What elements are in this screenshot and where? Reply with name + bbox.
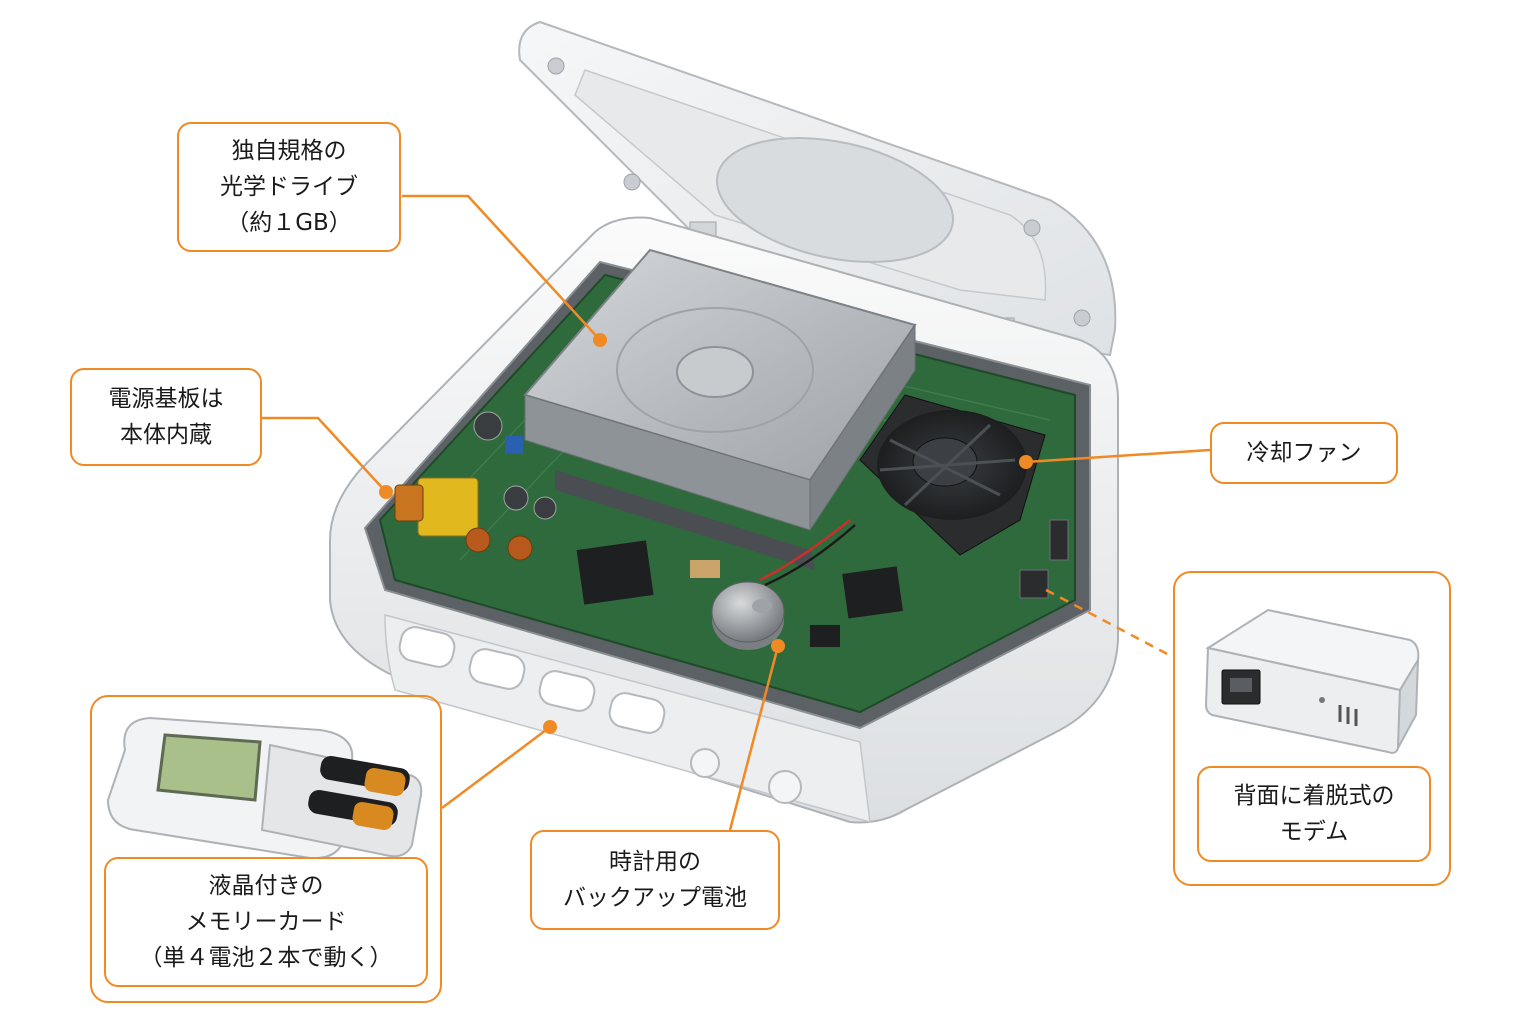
callout-cooling-fan-line-1: 冷却ファン [1246, 440, 1362, 466]
callout-backup-battery-line-1: 時計用の [609, 849, 701, 875]
coin-battery [711, 519, 856, 650]
memory-card-panel [90, 695, 442, 1003]
callout-memory-card: 液晶付きの メモリーカード （単４電池２本で動く） [104, 857, 428, 987]
leader-modem [1045, 588, 1174, 659]
callout-memory-card-line-2: メモリーカード [185, 909, 347, 935]
power-supply-components [394, 411, 557, 561]
callout-power-board-line-1: 電源基板は [108, 386, 224, 412]
callout-backup-battery: 時計用の バックアップ電池 [530, 830, 780, 930]
leader-dot-memory-card [543, 720, 557, 734]
leader-dot-backup-battery [771, 639, 785, 653]
callout-optical-drive-line-1: 独自規格の [231, 138, 347, 164]
leader-backup-battery [728, 645, 780, 831]
callout-backup-battery-line-2: バックアップ電池 [563, 885, 747, 911]
callout-power-board-line-2: 本体内蔵 [120, 422, 212, 448]
leader-optical-drive [402, 194, 601, 341]
console-illustration [329, 20, 1119, 824]
callout-optical-drive-line-2: 光学ドライブ [220, 174, 358, 200]
modem-panel [1173, 571, 1451, 886]
modem-illustration [1204, 608, 1420, 754]
optical-drive [523, 248, 917, 570]
open-lid [518, 20, 1117, 357]
callout-cooling-fan: 冷却ファン [1210, 422, 1398, 484]
callout-power-board: 電源基板は 本体内蔵 [70, 368, 262, 466]
leader-dot-optical-drive [593, 333, 607, 347]
callout-memory-card-line-3: （単４電池２本で動く） [139, 945, 393, 971]
callout-modem: 背面に着脱式の モデム [1197, 766, 1431, 862]
cooling-fan [859, 394, 1046, 556]
controller-ports [398, 626, 802, 804]
leader-dot-cooling-fan [1019, 455, 1033, 469]
callout-optical-drive-line-3: （約１GB） [226, 210, 352, 236]
leader-memory-card [441, 726, 551, 809]
callout-modem-line-1: 背面に着脱式の [1233, 783, 1395, 809]
callout-modem-line-2: モデム [1279, 819, 1349, 845]
leader-power-board [262, 416, 387, 493]
aaa-batteries [308, 755, 410, 831]
rear-ports [1019, 519, 1069, 599]
memory-card-illustration [106, 716, 423, 860]
callout-optical-drive: 独自規格の 光学ドライブ （約１GB） [177, 122, 401, 252]
leader-dot-power-board [379, 485, 393, 499]
callout-memory-card-line-1: 液晶付きの [208, 873, 324, 899]
leader-cooling-fan [1025, 448, 1211, 464]
leader-lines [262, 194, 1211, 831]
